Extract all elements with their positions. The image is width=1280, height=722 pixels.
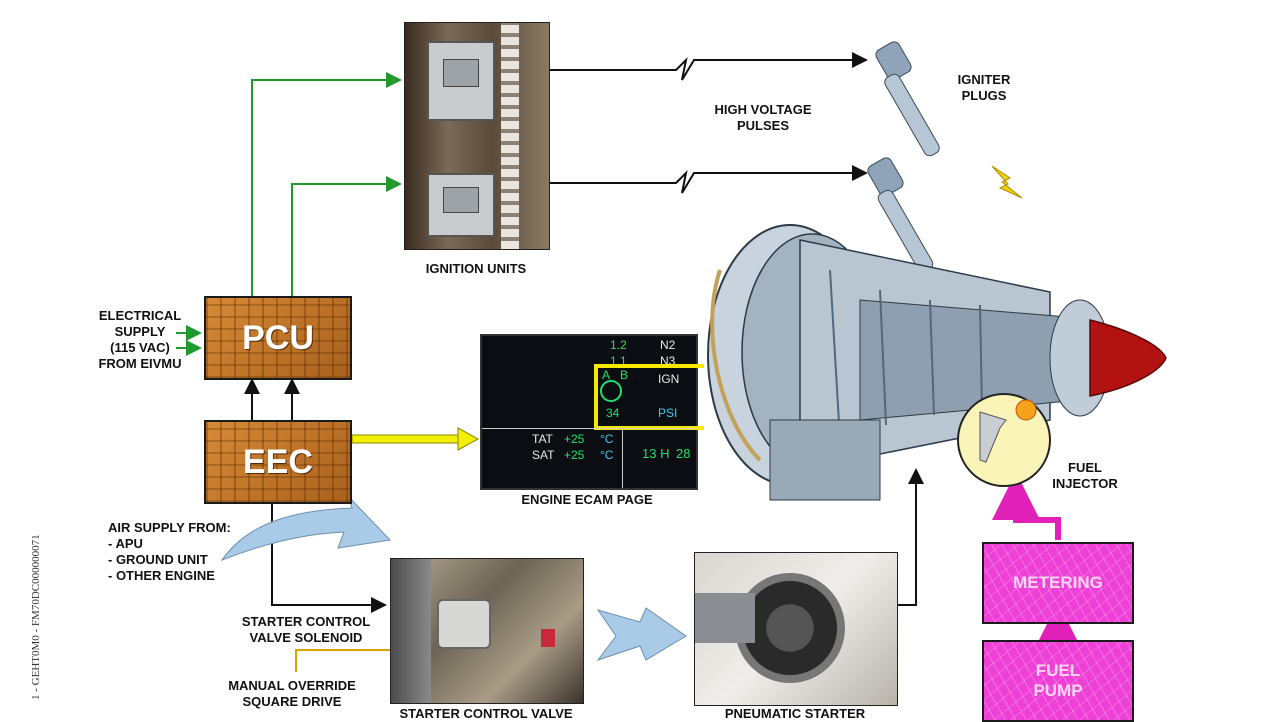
ecam-ign-b: B	[620, 368, 629, 382]
ecam-sat-value: +25	[564, 448, 585, 462]
igniter-plugs-label: IGNITER PLUGS	[957, 72, 1011, 103]
starter-control-valve-label: STARTER CONTROL VALVE	[399, 706, 573, 721]
ignition-units-photo	[404, 22, 550, 250]
pcu-box: PCU	[204, 296, 352, 380]
ignition-units-label: IGNITION UNITS	[425, 261, 527, 276]
starter-control-valve-photo	[390, 558, 584, 704]
ecam-ign-label: IGN	[658, 372, 680, 386]
ignition-unit-lower	[427, 173, 495, 237]
metering-to-injector-line	[992, 472, 1061, 540]
ignition-unit-upper	[427, 41, 495, 121]
igniter-plug-lower	[867, 157, 934, 273]
hv-pulse-line-lower	[550, 165, 868, 194]
eec-to-ecam-arrow-shaft	[351, 434, 461, 444]
engine-cutaway	[707, 224, 1167, 501]
fuel-injector-inset	[957, 393, 1051, 487]
ecam-ign-gauge-icon	[600, 380, 622, 402]
ecam-tat-value: +25	[564, 432, 585, 446]
electrical-supply-label: ELECTRICAL SUPPLY (115 VAC) FROM EIVMU	[98, 308, 182, 371]
ecam-ign-a: A	[602, 368, 611, 382]
ecam-sat-unit: °C	[600, 448, 614, 462]
ecam-n2-value: 1.2	[610, 338, 627, 352]
pcu-to-ignition-upper-line	[251, 72, 402, 296]
spark-upper	[991, 165, 1023, 199]
air-supply-label: AIR SUPPLY FROM: - APU - GROUND UNIT - O…	[108, 520, 231, 583]
manual-override-label: MANUAL OVERRIDE SQUARE DRIVE	[228, 678, 356, 709]
ecam-divider	[482, 428, 696, 429]
pcu-to-ignition-lower-line	[291, 176, 402, 296]
pneumatic-starter-photo	[694, 552, 898, 706]
starter-to-engine-line	[898, 468, 924, 606]
eec-box: EEC	[204, 420, 352, 504]
ecam-time-hours: 13 H	[642, 446, 670, 461]
document-side-code: 1 - GEHT0M0 - FM70DC000000071	[30, 534, 42, 700]
engine-ecam-display: 1.2 N2 1.1 N3 A B IGN 34 PSI TAT +25 °C …	[480, 334, 704, 490]
metering-box: METERING	[982, 542, 1134, 624]
engine-ecam-page-label: ENGINE ECAM PAGE	[521, 492, 653, 507]
ecam-n2-label: N2	[660, 338, 676, 352]
starter-control-valve-solenoid-label: STARTER CONTROL VALVE SOLENOID	[241, 614, 371, 645]
ecam-tat-unit: °C	[600, 432, 614, 446]
pneumatic-starter-label: PNEUMATIC STARTER	[724, 706, 866, 721]
ecam-sat-label: SAT	[532, 448, 555, 462]
ecam-tat-label: TAT	[532, 432, 553, 446]
high-voltage-pulses-label: HIGH VOLTAGE PULSES	[714, 102, 812, 133]
ecam-time-minutes: 28	[676, 446, 691, 461]
igniter-plug-upper	[875, 41, 940, 157]
fuel-injector-label: FUEL INJECTOR	[1052, 460, 1118, 491]
fuel-pump-box: FUEL PUMP	[982, 640, 1134, 722]
hv-pulse-line-upper	[550, 52, 868, 81]
ecam-psi-value: 34	[606, 406, 620, 420]
ecam-vertical-divider	[622, 428, 623, 488]
eec-to-ecam-arrow-head	[457, 427, 480, 451]
ecam-psi-label: PSI	[658, 406, 678, 420]
air-supply-arrow	[220, 495, 392, 562]
air-flow-arrow	[596, 607, 687, 661]
